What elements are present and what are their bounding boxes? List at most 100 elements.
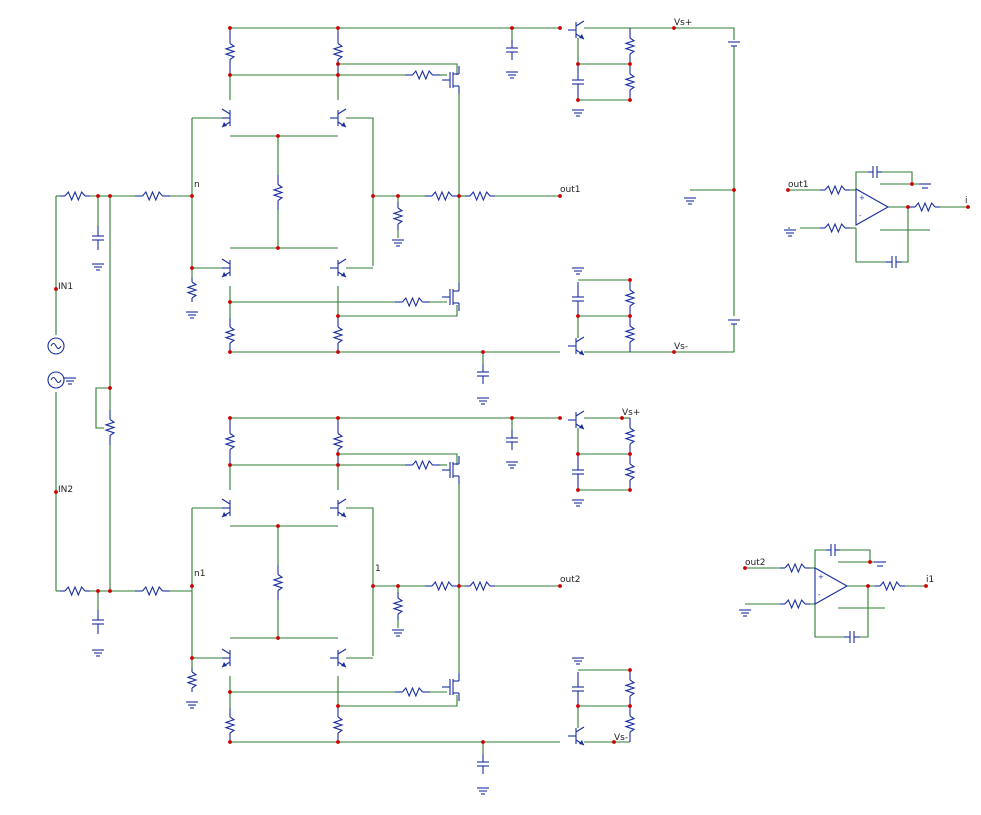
resistor-icon bbox=[104, 410, 116, 445]
junction-node bbox=[672, 350, 676, 354]
ground-icon bbox=[186, 701, 198, 709]
junction-node bbox=[866, 584, 870, 588]
resistor-icon bbox=[60, 585, 90, 597]
resistor-icon bbox=[60, 190, 90, 202]
net-labels: Vs+ Vs- Vs+ Vs- IN1 IN2 n n1 1 out1 out2… bbox=[58, 18, 968, 743]
junction-node bbox=[510, 26, 514, 30]
resistor-icon bbox=[425, 580, 459, 592]
capacitor-icon bbox=[572, 282, 584, 316]
resistor-icon bbox=[624, 28, 636, 64]
label-in2: IN2 bbox=[58, 485, 73, 495]
junction-node bbox=[96, 194, 100, 198]
opamp-icon: +- bbox=[855, 188, 890, 226]
junction-node bbox=[190, 656, 194, 660]
junction-node bbox=[576, 452, 580, 456]
junction-node bbox=[54, 490, 58, 494]
junction-node bbox=[558, 194, 562, 198]
junction-node bbox=[906, 205, 910, 209]
svg-text:+: + bbox=[818, 573, 824, 581]
junction-node bbox=[276, 134, 280, 138]
label-sub-i1: i1 bbox=[926, 575, 934, 585]
junction-node bbox=[228, 463, 232, 467]
junction-node bbox=[108, 589, 112, 593]
wire bbox=[338, 453, 458, 465]
junction-node bbox=[672, 26, 676, 30]
transistor-icon bbox=[568, 336, 585, 356]
resistor-icon bbox=[392, 202, 404, 230]
ground-icon bbox=[92, 263, 104, 271]
resistor-icon bbox=[425, 190, 459, 202]
label-vs-plus-1: Vs+ bbox=[674, 18, 692, 28]
junction-node bbox=[481, 740, 485, 744]
ground-icon bbox=[392, 239, 404, 247]
transistor-icon bbox=[221, 258, 231, 278]
resistor-icon bbox=[186, 278, 198, 302]
junction-node bbox=[457, 584, 461, 588]
ground-icon bbox=[506, 461, 518, 469]
resistor-icon bbox=[820, 222, 850, 234]
junction-node bbox=[228, 26, 232, 30]
junction-node bbox=[396, 584, 400, 588]
junction-node bbox=[276, 636, 280, 640]
junction-node bbox=[276, 246, 280, 250]
junction-node bbox=[336, 62, 340, 66]
junction-node bbox=[457, 194, 461, 198]
junction-node bbox=[910, 182, 914, 186]
junction-node bbox=[336, 314, 340, 318]
junction-node bbox=[558, 584, 562, 588]
opamp-icon: +- bbox=[814, 567, 849, 605]
junction-node bbox=[510, 416, 514, 420]
resistor-icon bbox=[186, 668, 198, 692]
transistor-icon bbox=[568, 20, 585, 40]
junction-node bbox=[576, 704, 580, 708]
wire bbox=[630, 324, 735, 353]
ground-icon bbox=[477, 397, 489, 405]
junction-node bbox=[228, 416, 232, 420]
resistor-icon bbox=[624, 418, 636, 454]
ground-icon bbox=[784, 229, 796, 237]
junction-node bbox=[576, 314, 580, 318]
label-sub-i: i bbox=[965, 196, 968, 206]
junction-node bbox=[612, 740, 616, 744]
transistor-icon bbox=[330, 498, 347, 518]
battery-icon bbox=[874, 561, 886, 567]
resistor-icon bbox=[332, 708, 344, 742]
capacitor-icon bbox=[477, 364, 489, 384]
junction-node bbox=[743, 566, 747, 570]
resistor-icon bbox=[224, 418, 236, 465]
capacitor-icon bbox=[92, 610, 104, 634]
capacitor-icon bbox=[844, 631, 860, 643]
mosfet-icon bbox=[442, 283, 460, 311]
capacitor-icon bbox=[477, 754, 489, 774]
transistor-icon bbox=[221, 108, 231, 128]
capacitor-icon bbox=[826, 544, 840, 556]
junction-node bbox=[228, 740, 232, 744]
junction-node bbox=[576, 488, 580, 492]
junction-node bbox=[628, 452, 632, 456]
label-vs-plus-2: Vs+ bbox=[622, 408, 640, 418]
junction-node bbox=[228, 73, 232, 77]
capacitor-icon bbox=[506, 40, 518, 60]
wire bbox=[346, 117, 374, 266]
resistor-icon bbox=[910, 201, 940, 213]
junction-node bbox=[228, 350, 232, 354]
junction-node bbox=[336, 26, 340, 30]
wire bbox=[95, 387, 110, 429]
junction-node bbox=[481, 350, 485, 354]
mosfet-icon bbox=[442, 456, 460, 484]
label-vs-minus-1: Vs- bbox=[674, 342, 688, 352]
transistor-icon bbox=[330, 258, 347, 278]
components: +-+- bbox=[47, 20, 940, 795]
junction-node bbox=[228, 300, 232, 304]
wires bbox=[55, 27, 968, 754]
resistor-icon bbox=[875, 580, 905, 592]
junction-node bbox=[396, 194, 400, 198]
wire bbox=[855, 228, 886, 263]
svg-text:-: - bbox=[818, 591, 821, 599]
wire bbox=[814, 549, 826, 568]
battery-icon bbox=[919, 183, 931, 189]
resistor-icon bbox=[332, 418, 344, 465]
resistor-icon bbox=[624, 316, 636, 352]
wire bbox=[346, 507, 374, 656]
